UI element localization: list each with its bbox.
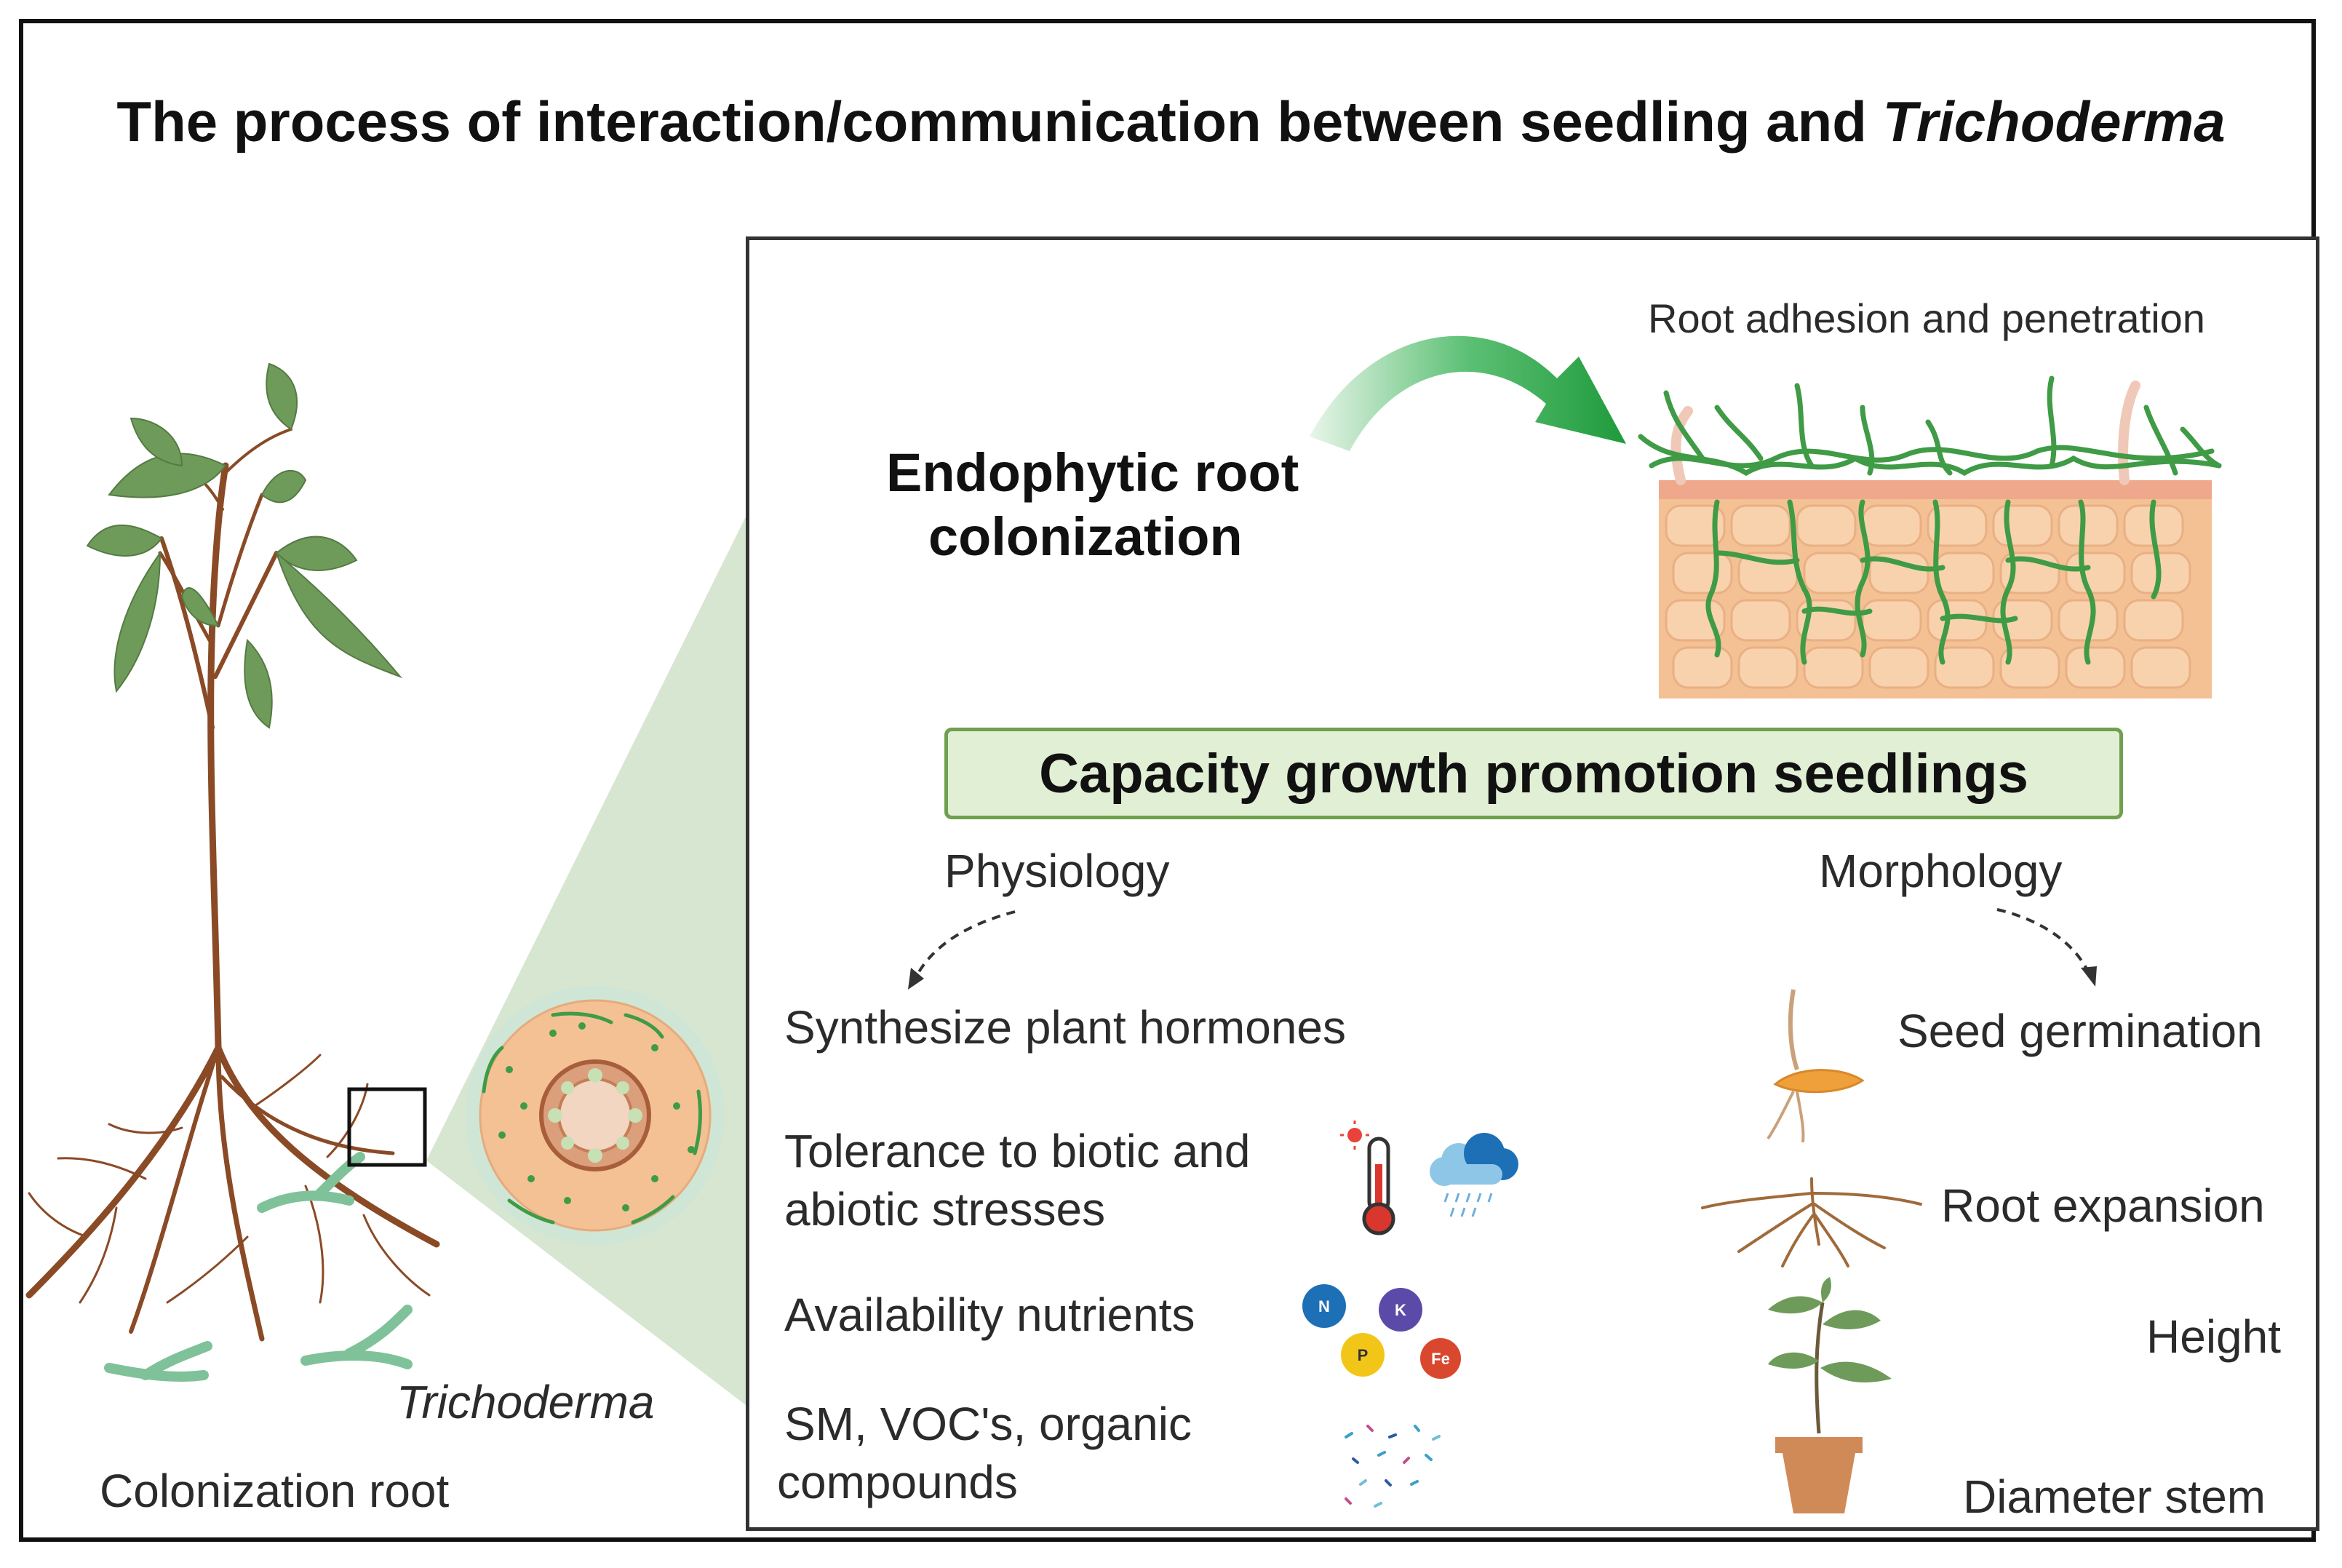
seed-icon [1767,989,1865,1143]
phosphorus-icon [1341,1333,1385,1377]
fungus-label: Trichoderma [397,1376,655,1428]
growth-promotion-box: Capacity growth promotion seedlings [944,728,2123,819]
iron-icon [1420,1338,1461,1379]
morphology-item-3: Height [2146,1310,2281,1363]
particles-icon [1345,1425,1441,1508]
iron-label: Fe [1431,1350,1450,1368]
potassium-label: K [1395,1301,1406,1319]
title-italic: Trichoderma [1882,89,2226,154]
root-icon [1701,1177,1922,1267]
colonization-arrow [1310,335,1626,451]
physiology-item-2: Tolerance to biotic and [784,1125,1251,1177]
zoom-square [347,1087,427,1167]
colonization-root-caption: Colonization root [100,1465,450,1517]
endophytic-line1: Endophytic root [886,442,1299,503]
root-cross-section [466,986,725,1245]
inner-panel [746,236,2319,1531]
phosphorus-label: P [1358,1346,1369,1364]
rain-cloud-icon [1430,1133,1518,1217]
nitrogen-icon [1302,1284,1346,1328]
potassium-icon [1379,1288,1422,1332]
adhesion-label: Root adhesion and penetration [1648,295,2205,341]
physiology-item-3: abiotic stresses [784,1183,1106,1235]
morphology-item-4: Diameter stem [1963,1471,2266,1523]
nitrogen-label: N [1318,1297,1330,1316]
physiology-item-5: SM, VOC's, organic [784,1398,1192,1450]
morphology-item-2: Root expansion [1941,1179,2265,1232]
morphology-heading: Morphology [1819,845,2063,897]
endophytic-line2: colonization [928,506,1243,567]
figure-title: The process of interaction/communication… [0,89,2342,155]
nutrient-icons: N K P Fe [1302,1284,1461,1379]
physiology-heading: Physiology [944,845,1170,897]
potted-plant-icon [1768,1277,1892,1513]
physiology-item-1: Synthesize plant hormones [784,1001,1346,1054]
morphology-item-1: Seed germination [1897,1005,2263,1057]
title-main: The process of interaction/communication… [116,89,1867,154]
physiology-item-4: Availability nutrients [784,1289,1195,1341]
thermometer-icon [1340,1121,1395,1235]
physiology-item-6: compounds [777,1456,1018,1508]
